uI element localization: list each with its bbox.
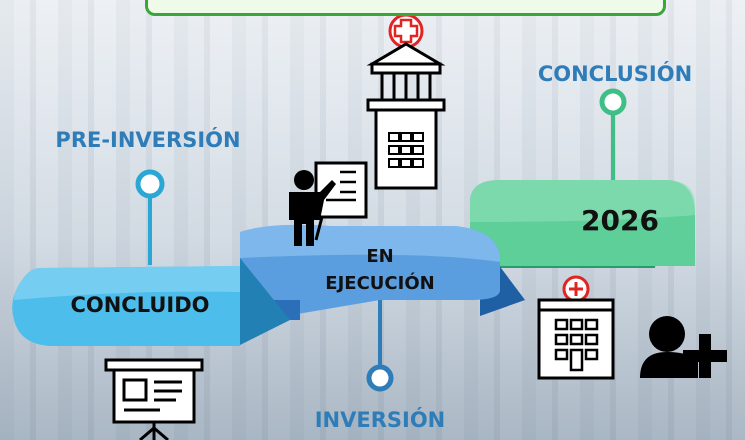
stage-label-inversion: INVERSIÓN xyxy=(314,408,446,432)
status-en-ejecucion-line1: EN xyxy=(366,246,394,267)
stage-label-pre-inversion: PRE-INVERSIÓN xyxy=(55,128,241,152)
pin-conclusion xyxy=(599,88,627,185)
hospital-building-icon xyxy=(366,13,446,190)
presentation-board-icon xyxy=(104,358,204,440)
stage-label-conclusion: CONCLUSIÓN xyxy=(537,62,693,86)
hospital-small-icon xyxy=(537,275,615,380)
pin-pre-inversion xyxy=(135,169,165,265)
ribbon-2026 xyxy=(470,180,695,268)
status-concluido: CONCLUIDO xyxy=(70,293,210,317)
pin-inversion xyxy=(366,300,394,392)
presenter-icon xyxy=(289,161,368,246)
status-en-ejecucion-line2: EJECUCIÓN xyxy=(325,273,435,294)
add-user-icon xyxy=(640,316,727,378)
title-box xyxy=(145,0,666,16)
status-year: 2026 xyxy=(581,204,659,237)
ribbon-concluido xyxy=(12,258,290,346)
